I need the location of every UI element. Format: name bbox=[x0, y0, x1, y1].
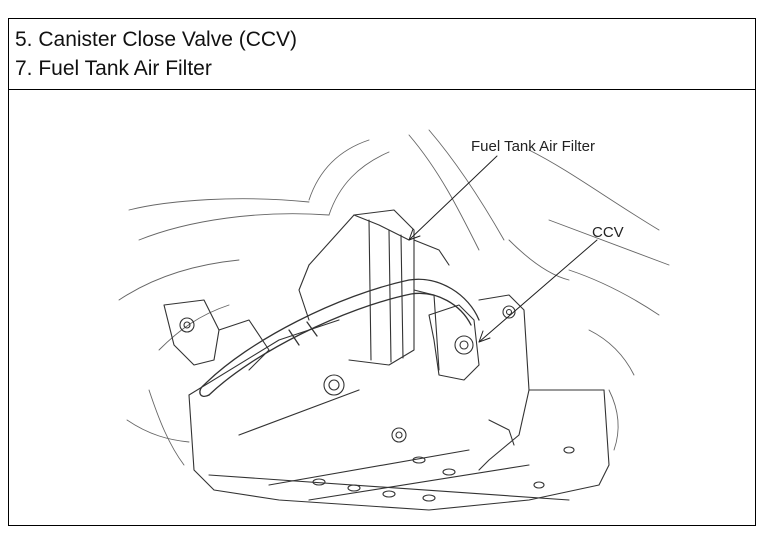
mounting-bracket-left bbox=[163, 299, 270, 371]
vent-hose bbox=[199, 278, 480, 397]
vehicle-body-lines bbox=[118, 129, 670, 466]
air-filter-body bbox=[298, 209, 450, 371]
diagram-figure: Fuel Tank Air Filter CCV bbox=[9, 90, 755, 525]
caption-header: 5. Canister Close Valve (CCV) 7. Fuel Ta… bbox=[9, 19, 755, 90]
line-drawing bbox=[118, 129, 670, 511]
callout-label-air-filter: Fuel Tank Air Filter bbox=[471, 138, 595, 155]
callout-leaders bbox=[408, 155, 598, 343]
diagram-frame: 5. Canister Close Valve (CCV) 7. Fuel Ta… bbox=[8, 18, 756, 526]
ccv-valve bbox=[428, 294, 530, 471]
callout-label-ccv: CCV bbox=[592, 224, 624, 241]
caption-line-ccv: 5. Canister Close Valve (CCV) bbox=[15, 28, 298, 51]
caption-line-air-filter: 7. Fuel Tank Air Filter bbox=[15, 57, 212, 80]
tank-housing bbox=[188, 319, 610, 511]
